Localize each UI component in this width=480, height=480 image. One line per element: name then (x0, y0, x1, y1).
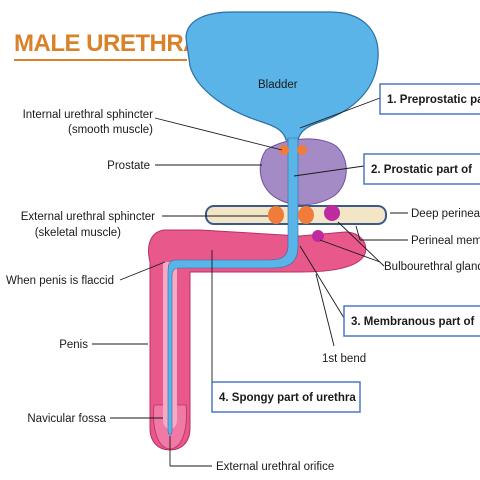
external-sphincter-left (268, 206, 284, 224)
label-bladder: Bladder (258, 79, 298, 91)
label-first-bend: 1st bend (322, 353, 366, 365)
part-box-2 (363, 153, 480, 185)
part-1-label: 1. Preprostatic pa (387, 94, 480, 106)
part-box-1 (379, 83, 480, 115)
bulbourethral-gland-2 (312, 230, 324, 242)
part-4-label: 4. Spongy part of urethra (219, 392, 356, 404)
urethra-tube (167, 137, 299, 435)
label-perineal-membrane: Perineal mem (411, 235, 480, 247)
label-bulbourethral: Bulbourethral gland (384, 261, 480, 273)
label-external-sphincter: External urethral sphincter (21, 211, 155, 223)
bladder-shape (185, 11, 379, 141)
label-deep-perineal: Deep perineal (411, 208, 480, 220)
title-underline (14, 59, 187, 61)
internal-sphincter-left (279, 145, 289, 155)
internal-sphincter-right (297, 145, 307, 155)
label-external-orifice: External urethral orifice (216, 461, 334, 473)
prostate-shape (259, 138, 347, 206)
label-penis: Penis (59, 339, 88, 351)
bulbourethral-gland (324, 205, 340, 221)
part-box-3 (343, 305, 480, 337)
label-navicular-fossa: Navicular fossa (27, 413, 106, 425)
label-flaccid: When penis is flaccid (6, 275, 114, 287)
label-internal-sphincter: Internal urethral sphincter (23, 109, 154, 121)
part-2-label: 2. Prostatic part of (371, 164, 472, 176)
part-3-label: 3. Membranous part of (351, 316, 474, 328)
part-box-4 (211, 381, 361, 413)
label-prostate: Prostate (107, 160, 150, 172)
label-internal-sphincter-sub: (smooth muscle) (68, 124, 153, 136)
external-sphincter-right (298, 206, 314, 224)
label-external-sphincter-sub: (skeletal muscle) (35, 227, 121, 239)
slide-title: MALE URETHRA (14, 30, 201, 57)
